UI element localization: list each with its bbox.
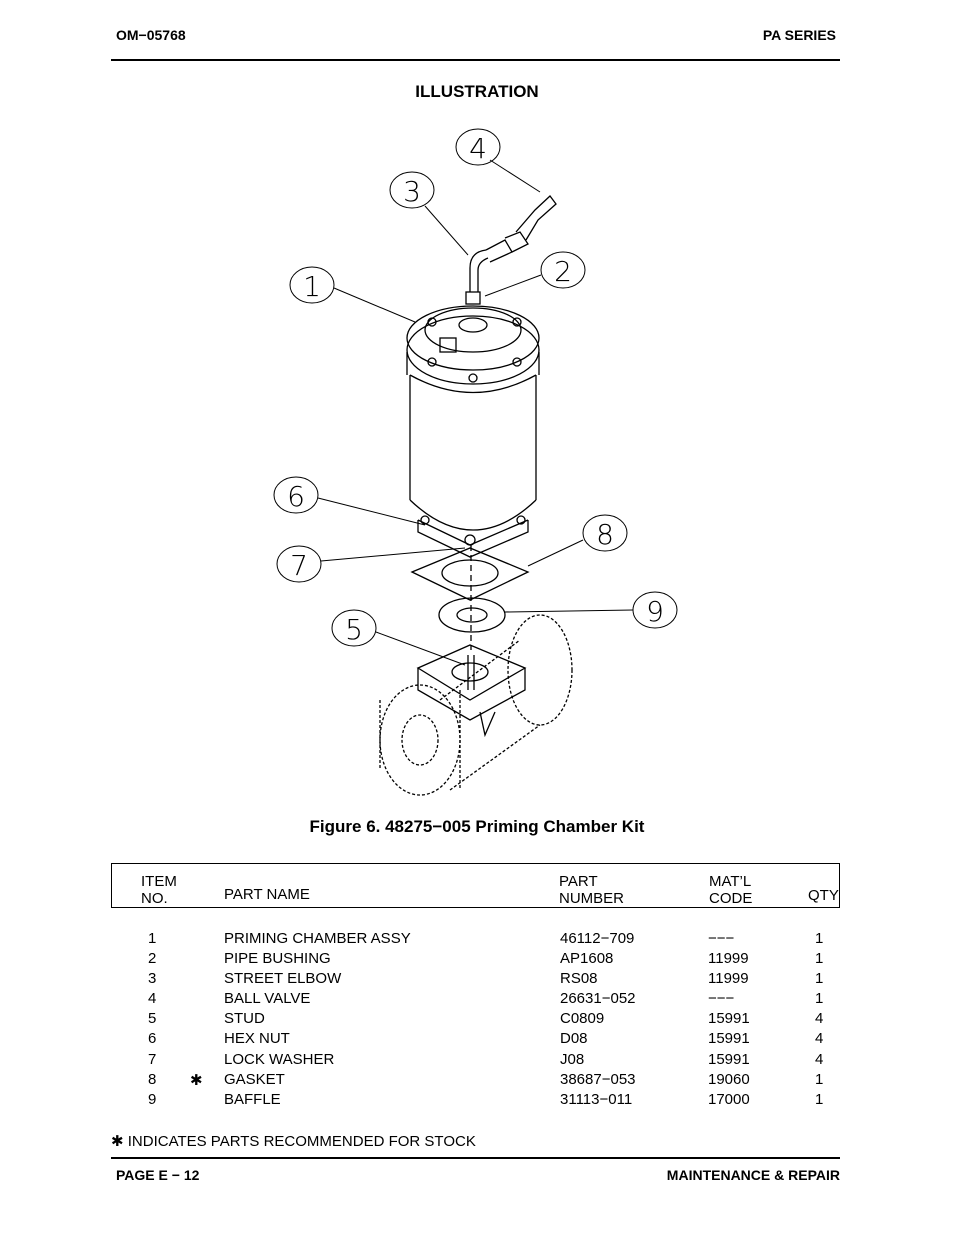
header-part-name: PART NAME xyxy=(224,886,310,903)
header-rule xyxy=(111,59,840,61)
gasket-drawing xyxy=(410,547,530,601)
footer-rule xyxy=(111,1157,840,1159)
leader-lines xyxy=(317,159,634,666)
series-label: PA SERIES xyxy=(762,27,836,43)
chamber-drawing xyxy=(406,305,540,558)
header-part-number: PART NUMBER xyxy=(559,873,625,907)
callout-9: 9 xyxy=(646,595,664,628)
page-number: PAGE E − 12 xyxy=(116,1167,200,1183)
section-label: MAINTENANCE & REPAIR xyxy=(666,1167,840,1183)
priming-chamber-illustration: 1 2 3 4 5 6 7 8 9 xyxy=(273,128,678,796)
stock-mark-icon: ✱ xyxy=(190,1071,203,1089)
header-qty: QTY xyxy=(808,887,839,904)
parts-table-header: ITEM NO. PART NAME PART NUMBER MAT’L COD… xyxy=(111,863,840,908)
header-item: ITEM NO. xyxy=(141,873,177,907)
figure-caption: Figure 6. 48275−005 Priming Chamber Kit xyxy=(309,817,645,836)
fittings-drawing xyxy=(465,195,557,305)
table-row: 3 STREET ELBOW RS08 11999 1 xyxy=(148,970,824,988)
callout-3: 3 xyxy=(403,175,421,208)
baffle-drawing xyxy=(438,597,506,633)
section-title: ILLUSTRATION xyxy=(415,82,539,101)
callout-8: 8 xyxy=(596,518,614,551)
table-row: 8 ✱ GASKET 38687−053 19060 1 xyxy=(148,1070,824,1089)
table-row: 4 BALL VALVE 26631−052 −−− 1 xyxy=(148,990,824,1008)
stud-drawing xyxy=(467,545,475,690)
parts-table-body: 1 PRIMING CHAMBER ASSY 46112−709 −−− 1 2… xyxy=(111,930,841,1111)
valve-flange-drawing xyxy=(416,644,527,738)
table-row: 6 HEX NUT D08 15991 4 xyxy=(148,1030,824,1048)
table-row: 2 PIPE BUSHING AP1608 11999 1 xyxy=(148,950,824,968)
table-row: 5 STUD C0809 15991 4 xyxy=(148,1010,824,1028)
header-mat-code: MAT’L CODE xyxy=(709,873,753,907)
table-row: 7 LOCK WASHER J08 15991 4 xyxy=(148,1050,824,1068)
callout-2: 2 xyxy=(554,255,572,288)
callout-1: 1 xyxy=(303,270,321,303)
callout-7: 7 xyxy=(290,549,308,582)
callout-bubbles xyxy=(273,128,678,647)
table-row: 1 PRIMING CHAMBER ASSY 46112−709 −−− 1 xyxy=(148,930,824,947)
stock-note: ✱ INDICATES PARTS RECOMMENDED FOR STOCK xyxy=(111,1133,476,1150)
document-number: OM−05768 xyxy=(116,27,186,43)
callout-5: 5 xyxy=(345,613,363,646)
table-row: 9 BAFFLE 31113−011 17000 1 xyxy=(148,1090,824,1108)
callout-numbers: 1 2 3 4 5 6 7 8 9 xyxy=(287,132,664,646)
valve-body-drawing xyxy=(379,614,573,796)
callout-6: 6 xyxy=(287,480,305,513)
callout-4: 4 xyxy=(469,132,487,165)
